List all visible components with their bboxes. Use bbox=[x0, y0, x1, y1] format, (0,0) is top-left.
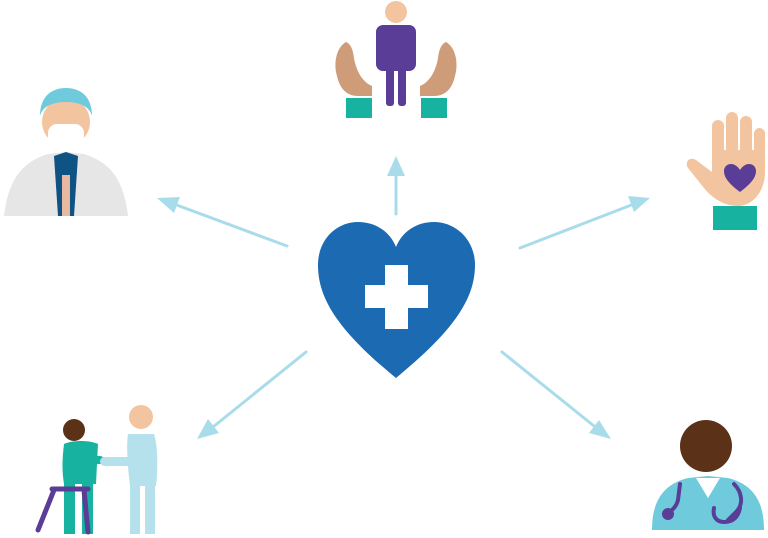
doctor-with-stethoscope-icon bbox=[652, 420, 764, 530]
caregiver-with-walker-patient-icon bbox=[35, 405, 158, 535]
masked-clinician-icon bbox=[4, 88, 128, 216]
connector-arrows bbox=[157, 156, 650, 439]
arrow-to-lower-right bbox=[500, 350, 611, 439]
heart-medical-cross-icon bbox=[318, 222, 475, 378]
hand-with-heart-icon bbox=[686, 112, 765, 230]
arrow-to-lower-left bbox=[197, 350, 308, 439]
arrow-to-upper-left bbox=[157, 197, 289, 248]
person-in-hands-icon bbox=[335, 1, 457, 118]
arrow-to-upper-right bbox=[518, 196, 650, 250]
arrow-to-top bbox=[387, 156, 405, 216]
